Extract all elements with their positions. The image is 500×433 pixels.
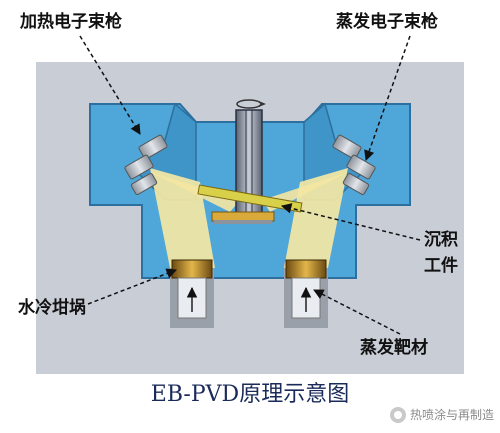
label-heating-gun: 加热电子束枪: [20, 12, 122, 32]
watermark-text: 热喷涂与再制造: [409, 408, 494, 422]
workpiece: [197, 184, 303, 224]
evaporation-gun-leader: [364, 35, 411, 161]
evaporation-electron-gun: [332, 134, 376, 195]
watermark-logo-icon: [389, 406, 406, 423]
diagram-title: EB-PVD原理示意图: [150, 382, 350, 407]
label-target: 蒸发靶材: [360, 338, 428, 358]
label-evaporation-gun: 蒸发电子束枪: [336, 12, 438, 32]
label-workpiece-1: 沉积: [424, 230, 458, 250]
water-cooled-crucible-left: [171, 259, 213, 319]
heating-beam-ray: [150, 172, 240, 212]
label-crucible: 水冷坩埚: [18, 298, 86, 318]
workpiece-leader: [280, 203, 421, 241]
crucible-leader: [87, 268, 177, 305]
heating-electron-gun: [124, 134, 168, 195]
watermark: 热喷涂与再制造: [389, 406, 494, 423]
label-workpiece-2: 工件: [424, 256, 458, 276]
target-leader: [313, 289, 401, 335]
evaporation-target-right: [285, 259, 327, 319]
heating-gun-leader: [79, 35, 141, 135]
